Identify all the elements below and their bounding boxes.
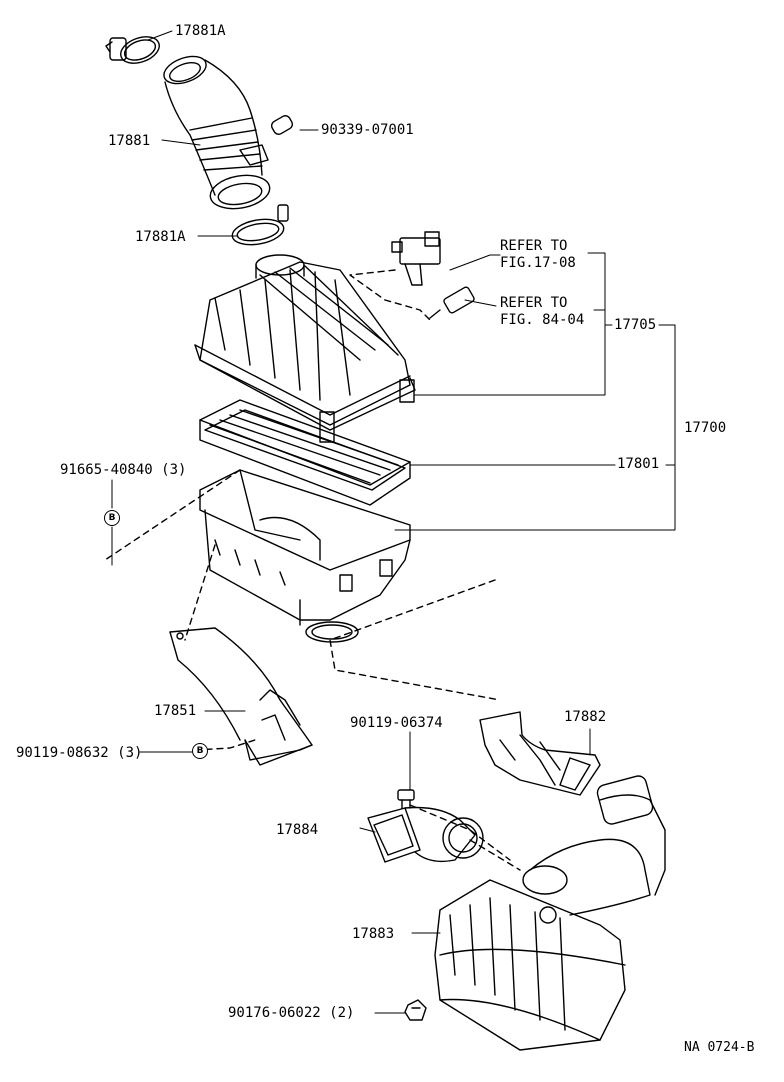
label-refer-1-line2: FIG.17-08 xyxy=(500,255,576,271)
label-cap-sub-assy: 17705 xyxy=(614,317,657,333)
label-hose-band-upper: 17881A xyxy=(175,23,226,39)
bolt-part xyxy=(397,789,415,809)
label-bolt-2: 90119-08632 (3) xyxy=(16,745,143,761)
bolt-2-marker: B xyxy=(192,743,208,759)
label-refer-1-line1: REFER TO xyxy=(500,238,568,254)
hose-band-upper xyxy=(105,36,160,64)
label-vacuum-hose: 90339-07001 xyxy=(321,122,414,138)
air-inlet-connector xyxy=(367,806,484,863)
resonator xyxy=(434,775,666,1051)
label-clip: 90176-06022 (2) xyxy=(228,1005,355,1021)
label-bracket: 17851 xyxy=(154,703,197,719)
air-filter-element xyxy=(199,399,411,506)
air-cleaner-bracket xyxy=(169,627,313,766)
label-bolt-3: 90119-06374 xyxy=(350,715,443,731)
vsv-part xyxy=(391,231,441,286)
label-bolt-1: 91665-40840 (3) xyxy=(60,462,187,478)
figure-code: NA 0724-B xyxy=(684,1040,755,1055)
label-refer-2-line2: FIG. 84-04 xyxy=(500,312,585,328)
label-resonator: 17883 xyxy=(352,926,395,942)
vacuum-hose xyxy=(270,115,294,135)
label-inlet-connector: 17884 xyxy=(276,822,319,838)
clip-part xyxy=(404,999,427,1021)
air-cleaner-cap xyxy=(194,254,416,443)
temp-sensor-part xyxy=(429,286,475,319)
label-inlet-duct: 17882 xyxy=(564,709,607,725)
dashed-leaders xyxy=(104,269,521,871)
label-refer-2-line1: REFER TO xyxy=(500,295,568,311)
air-inlet-duct xyxy=(479,711,601,796)
label-intake-hose: 17881 xyxy=(108,133,151,149)
leader-lines xyxy=(111,30,676,1014)
intake-hose xyxy=(163,55,271,210)
label-hose-band-lower: 17881A xyxy=(135,229,186,245)
label-element: 17801 xyxy=(617,456,660,472)
label-cleaner-assy: 17700 xyxy=(684,420,727,436)
hose-band-lower xyxy=(231,204,289,246)
air-cleaner-case xyxy=(199,469,411,643)
bolt-1-marker: B xyxy=(104,510,120,526)
